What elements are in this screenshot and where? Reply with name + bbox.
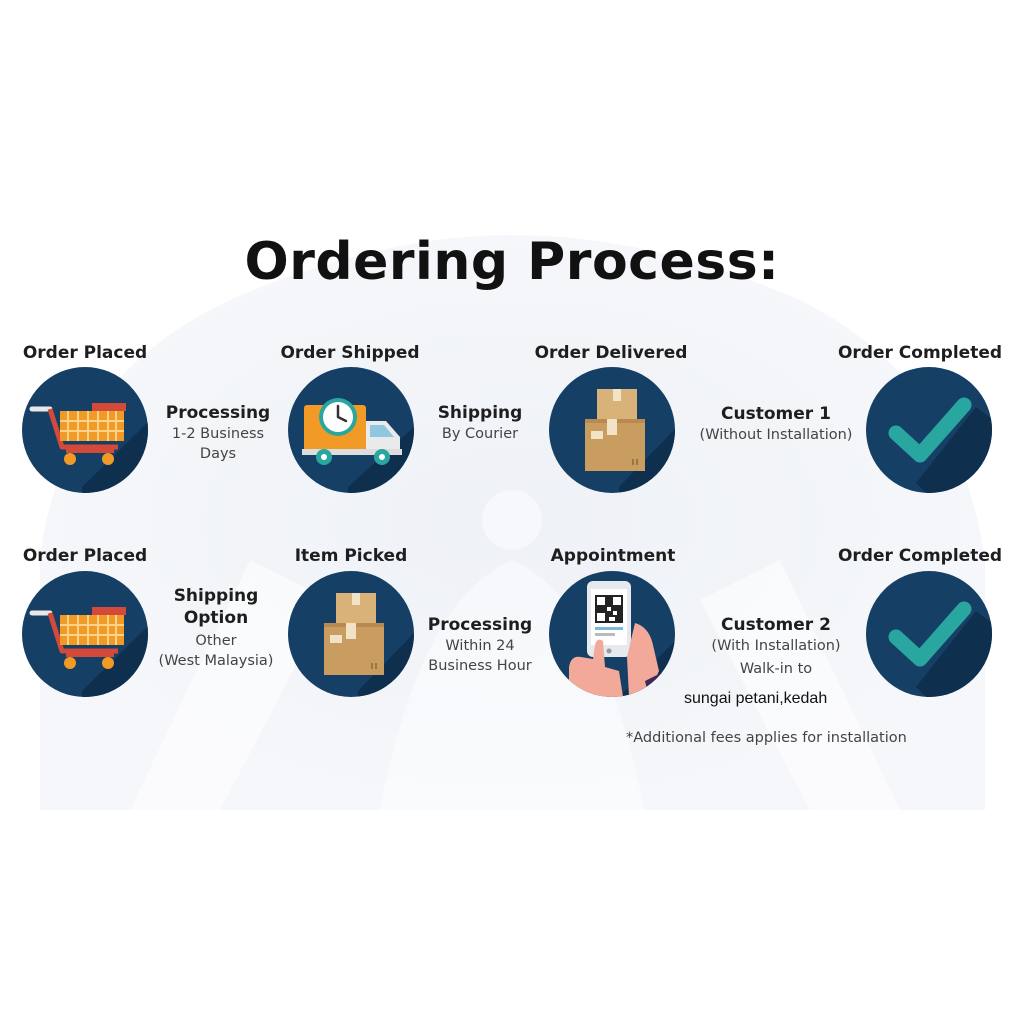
connector-head: Customer 1 — [721, 404, 831, 424]
connector-line: (With Installation) — [711, 638, 841, 654]
connector-line: Walk-in to — [739, 661, 813, 677]
connector-shipping: Shipping By Courier — [380, 402, 580, 444]
connector-head: Customer 2 — [721, 615, 831, 635]
step-label-order-placed: Order Placed — [22, 343, 148, 363]
installation-fee-note: *Additional fees applies for installatio… — [626, 730, 907, 746]
connector-processing: Processing 1-2 Business Days — [118, 402, 318, 464]
connector-line: By Courier — [441, 426, 519, 442]
connector-line: Other — [195, 633, 237, 649]
shopping-cart-icon — [29, 607, 148, 697]
step-label-appointment: Appointment — [550, 546, 676, 566]
step-label-order-completed-2: Order Completed — [837, 546, 1003, 566]
step-label-order-completed: Order Completed — [837, 343, 1003, 363]
step-circle-order-delivered — [549, 367, 675, 493]
step-circle-appointment — [549, 571, 675, 697]
delivery-truck-icon — [302, 398, 414, 493]
location-text: sungai petani,kedah — [684, 690, 828, 707]
connector-line: Days — [199, 446, 237, 462]
connector-line: Within 24 — [445, 638, 515, 654]
connector-line: 1-2 Business — [171, 426, 265, 442]
phone-qr-icon — [569, 581, 675, 697]
step-circle-order-shipped — [288, 367, 414, 493]
connector-head-2: Option — [183, 608, 249, 628]
step-label-order-placed-2: Order Placed — [22, 546, 148, 566]
step-label-order-delivered: Order Delivered — [534, 343, 688, 363]
connector-head: Processing — [165, 403, 271, 423]
connector-customer-2: Customer 2 (With Installation) Walk-in t… — [676, 614, 876, 679]
shopping-cart-icon — [29, 403, 148, 493]
package-boxes-icon — [324, 593, 414, 697]
step-circle-order-completed-2 — [866, 571, 992, 697]
connector-line: Business Hour — [428, 658, 532, 674]
checkmark-icon — [888, 397, 992, 493]
step-circle-order-placed-2 — [22, 571, 148, 697]
step-circle-order-placed — [22, 367, 148, 493]
step-label-order-shipped: Order Shipped — [280, 343, 420, 363]
connector-line: (West Malaysia) — [158, 653, 274, 669]
step-label-item-picked: Item Picked — [294, 546, 408, 566]
connector-head: Shipping — [173, 586, 259, 606]
connector-processing-2: Processing Within 24 Business Hour — [380, 614, 580, 676]
step-circle-item-picked — [288, 571, 414, 697]
package-boxes-icon — [585, 389, 675, 493]
page-title: Ordering Process: — [244, 232, 780, 292]
step-circle-order-completed — [866, 367, 992, 493]
connector-head: Processing — [427, 615, 533, 635]
connector-head: Shipping — [437, 403, 523, 423]
connector-line: (Without Installation) — [699, 427, 853, 443]
connector-shipping-option: Shipping Option Other (West Malaysia) — [116, 585, 316, 671]
connector-customer-1: Customer 1 (Without Installation) — [676, 403, 876, 445]
checkmark-icon — [888, 601, 992, 697]
